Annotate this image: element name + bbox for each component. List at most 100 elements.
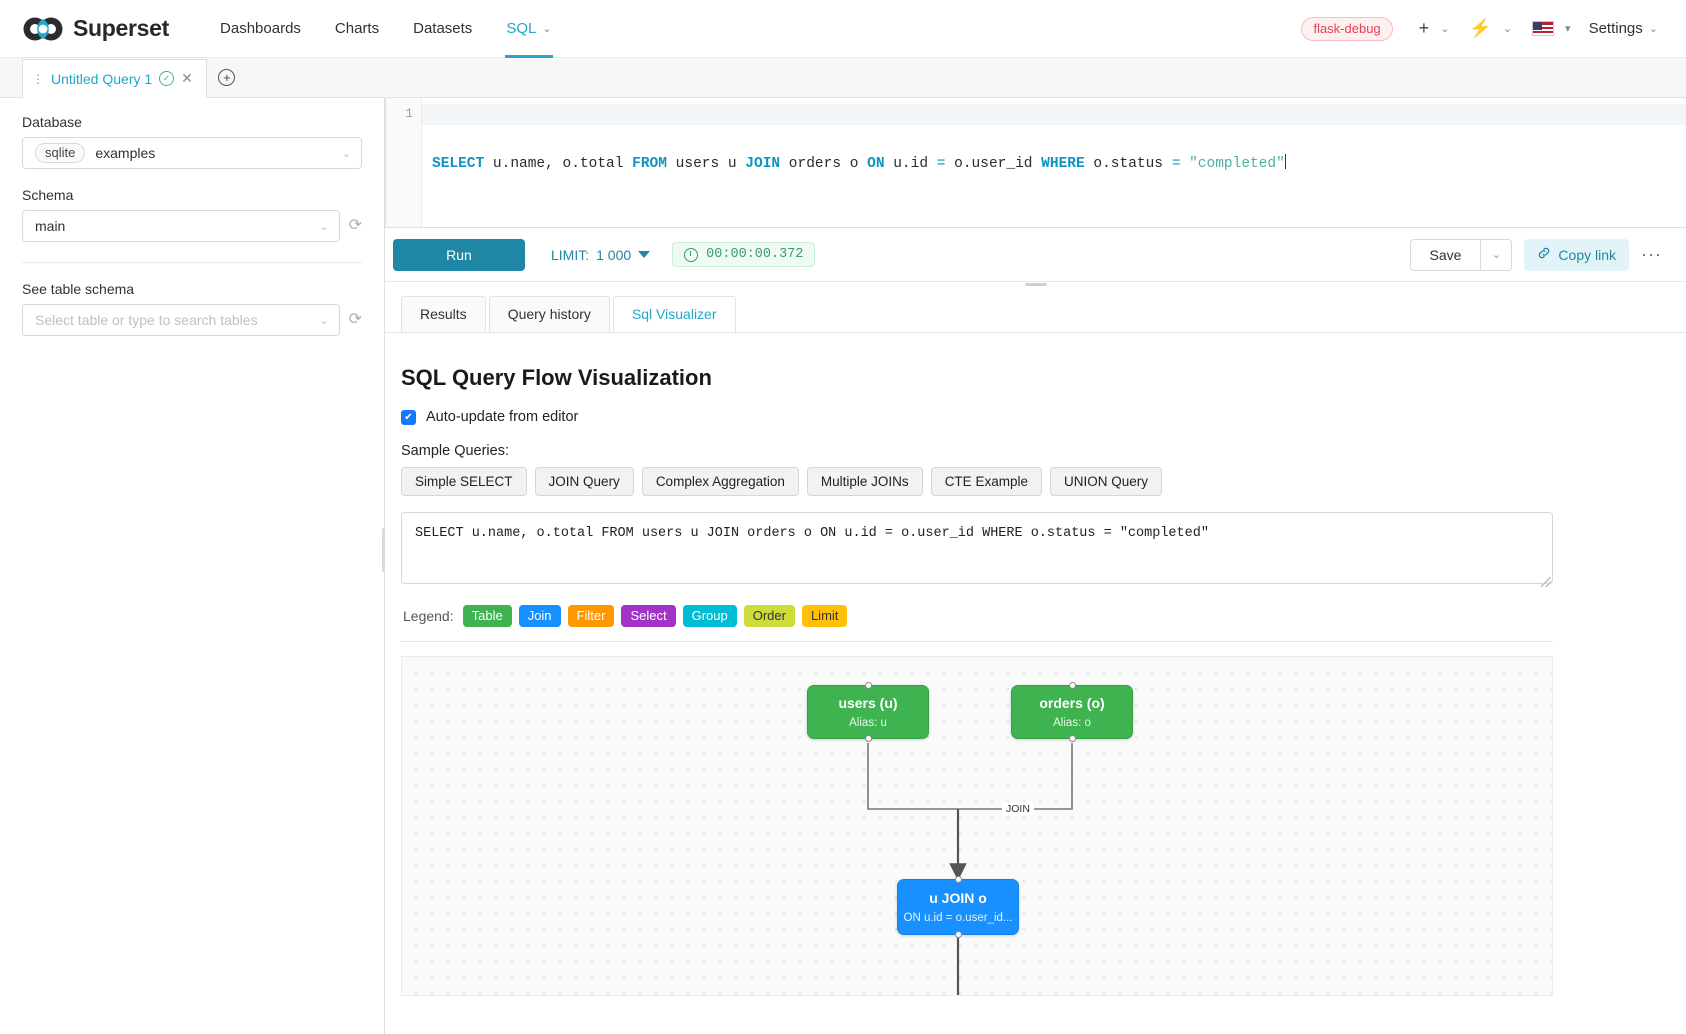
nav-link-charts[interactable]: Charts: [318, 0, 396, 58]
code-token: "completed": [1180, 156, 1285, 172]
node-port-top[interactable]: [954, 876, 962, 883]
line-number: 1: [405, 106, 413, 121]
code-token: orders o: [780, 156, 868, 172]
more-options-icon[interactable]: ···: [1641, 244, 1662, 264]
chevron-down-icon: ⌄: [1440, 23, 1450, 35]
table-search-select[interactable]: Select table or type to search tables ⌄: [22, 304, 340, 336]
sample-button-simple-select[interactable]: Simple SELECT: [401, 467, 527, 496]
table-schema-row: Select table or type to search tables ⌄ …: [22, 304, 362, 336]
nav-link-dashboards[interactable]: Dashboards: [203, 0, 318, 58]
code-token: u.name, o.total: [484, 156, 633, 172]
node-port-top[interactable]: [864, 682, 872, 689]
editor-gutter: 1: [386, 98, 422, 227]
bolt-menu[interactable]: ⚡ ⌄: [1461, 18, 1520, 39]
tab-query-history[interactable]: Query history: [488, 296, 610, 333]
active-line-highlight: [422, 104, 1686, 125]
navbar-right: flask-debug + ⌄ ⚡ ⌄ ▾ Settings ⌄: [1301, 16, 1664, 41]
plus-icon: +: [218, 69, 236, 86]
settings-menu[interactable]: Settings ⌄: [1583, 20, 1664, 37]
save-button[interactable]: Save: [1409, 238, 1481, 271]
right-panel: 1 SELECT u.name, o.total FROM users u JO…: [385, 98, 1686, 1034]
timer-value: 00:00:00.372: [706, 247, 804, 262]
flow-node-orders[interactable]: orders (o) Alias: o: [1011, 682, 1133, 742]
chevron-down-icon: ⌄: [319, 220, 329, 233]
bolt-icon: ⚡: [1469, 18, 1492, 38]
chevron-down-icon: ⌄: [1502, 23, 1513, 35]
visualizer-content: SQL Query Flow Visualization ✔ Auto-upda…: [385, 333, 1686, 996]
superset-brand[interactable]: Superset: [22, 15, 169, 42]
legend-chip-select: Select: [621, 605, 676, 627]
page-title: SQL Query Flow Visualization: [401, 365, 712, 390]
code-token: =: [1171, 156, 1181, 172]
run-button[interactable]: Run: [393, 238, 525, 271]
sample-button-join-query[interactable]: JOIN Query: [534, 467, 634, 496]
node-title: orders (o): [1039, 695, 1105, 712]
save-dropdown-chevron-down-icon[interactable]: ⌄: [1480, 238, 1513, 271]
editor-resize-handle[interactable]: [1024, 283, 1047, 286]
tab-results[interactable]: Results: [401, 296, 486, 333]
nav-link-sql[interactable]: SQL ⌄: [489, 0, 568, 58]
node-port-bottom[interactable]: [864, 735, 872, 742]
sample-button-complex-aggregation[interactable]: Complex Aggregation: [641, 467, 799, 496]
node-subtitle: Alias: o: [1053, 716, 1091, 729]
new-item-menu[interactable]: + ⌄: [1411, 18, 1458, 39]
textarea-resize-grip[interactable]: [1541, 577, 1551, 587]
sample-query-buttons: Simple SELECT JOIN Query Complex Aggrega…: [401, 467, 1664, 496]
node-port-bottom[interactable]: [954, 931, 962, 938]
node-port-bottom[interactable]: [1068, 735, 1076, 742]
result-tabs: Results Query history Sql Visualizer: [385, 282, 1686, 333]
chevron-down-icon: ⌄: [542, 23, 552, 35]
code-token: SELECT: [432, 156, 485, 172]
limit-dropdown[interactable]: LIMIT: 1 000: [551, 247, 651, 263]
code-token: users u: [666, 156, 746, 172]
triangle-down-icon: [638, 251, 651, 258]
sample-button-cte-example[interactable]: CTE Example: [930, 467, 1042, 496]
nav-link-label: SQL: [506, 20, 537, 37]
refresh-tables-icon[interactable]: ⟳: [348, 311, 362, 328]
code-token: u.id: [884, 156, 937, 172]
code-token: o.status: [1084, 156, 1172, 172]
flow-node-users[interactable]: users (u) Alias: u: [807, 682, 929, 742]
schema-select[interactable]: main ⌄: [22, 210, 340, 242]
legend-chip-limit: Limit: [801, 605, 848, 627]
query-tab-untitled-query-1[interactable]: ⋮ Untitled Query 1 ✓ ✕: [22, 59, 207, 98]
legend-chip-filter: Filter: [567, 605, 615, 627]
sample-button-union-query[interactable]: UNION Query: [1049, 467, 1162, 496]
database-select[interactable]: sqlite examples ⌄: [22, 137, 362, 169]
language-menu[interactable]: ▾: [1524, 21, 1579, 36]
drag-handle-icon[interactable]: ⋮: [32, 71, 44, 86]
code-token: ON: [867, 156, 885, 172]
sql-input-wrapper: [401, 512, 1553, 589]
sample-button-multiple-joins[interactable]: Multiple JOINs: [806, 467, 923, 496]
tabs-underline: [385, 332, 1686, 333]
edge-label-join: JOIN: [1002, 802, 1034, 816]
panel-resize-handle[interactable]: [382, 528, 386, 572]
text-cursor: [1284, 154, 1286, 169]
copy-link-button[interactable]: Copy link: [1524, 238, 1630, 271]
auto-update-checkbox[interactable]: ✔: [401, 409, 416, 425]
visualizer-panel: SQL Query Flow Visualization ✔ Auto-upda…: [385, 333, 1686, 1034]
sample-queries-label: Sample Queries:: [401, 443, 509, 459]
node-port-top[interactable]: [1068, 682, 1076, 689]
flow-canvas[interactable]: JOIN users (u) Alias: u orders (o) Alias…: [401, 656, 1553, 996]
database-label: Database: [22, 114, 82, 130]
divider: [22, 262, 362, 263]
sql-input[interactable]: [401, 512, 1553, 584]
refresh-schema-icon[interactable]: ⟳: [348, 217, 362, 234]
settings-label: Settings: [1588, 20, 1643, 37]
add-query-tab-button[interactable]: +: [207, 58, 247, 97]
save-group: Save ⌄: [1409, 238, 1513, 271]
main-nav: Dashboards Charts Datasets SQL ⌄: [203, 0, 569, 58]
nav-link-datasets[interactable]: Datasets: [396, 0, 489, 58]
node-subtitle: ON u.id = o.user_id...: [903, 911, 1013, 924]
database-value: examples: [95, 145, 156, 161]
editor-code-area[interactable]: SELECT u.name, o.total FROM users u JOIN…: [422, 98, 1686, 227]
sql-editor[interactable]: 1 SELECT u.name, o.total FROM users u JO…: [385, 98, 1686, 228]
status-check-icon: ✓: [159, 71, 175, 86]
flow-node-join[interactable]: u JOIN o ON u.id = o.user_id...: [897, 876, 1019, 938]
toolbar-right: Save ⌄ Copy link ···: [1409, 238, 1663, 271]
tab-sql-visualizer[interactable]: Sql Visualizer: [612, 296, 736, 333]
legend-chip-group: Group: [682, 605, 737, 627]
plus-icon: +: [1418, 18, 1430, 38]
close-icon[interactable]: ✕: [181, 70, 193, 86]
